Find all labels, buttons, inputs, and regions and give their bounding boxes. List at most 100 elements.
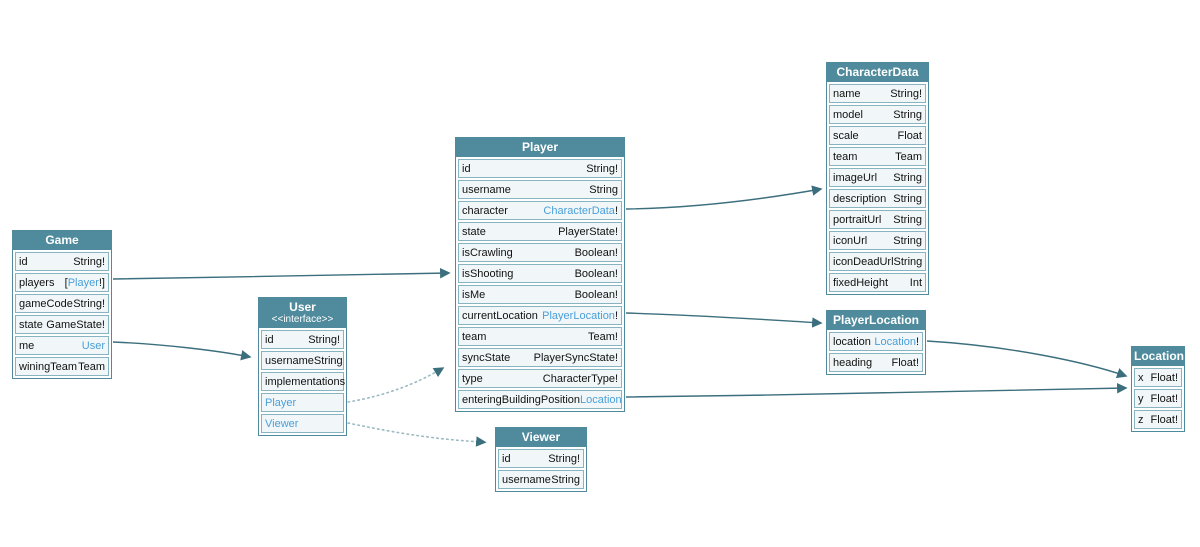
type-suffix: ! <box>915 335 919 348</box>
field-type: Boolean! <box>575 289 618 301</box>
field-type: Team! <box>588 331 618 343</box>
field-row: location Location! <box>829 332 923 351</box>
type-text: String <box>893 213 922 226</box>
type-text: String! <box>73 255 105 268</box>
type-link[interactable]: Location <box>580 393 622 406</box>
type-link[interactable]: Player <box>67 276 99 289</box>
field-row: winingTeam Team <box>15 357 109 376</box>
field-name: character <box>462 204 508 217</box>
node-viewer[interactable]: Viewer id String! username String <box>495 427 587 492</box>
type-prefix: [ <box>64 276 68 289</box>
field-name: username <box>462 183 511 196</box>
field-type: String! <box>586 163 618 175</box>
field-row: currentLocation PlayerLocation! <box>458 306 622 325</box>
edge-player-currentlocation-to-playerlocation <box>625 312 823 328</box>
node-game[interactable]: Game id String! players [Player!] gameCo… <box>12 230 112 379</box>
field-row: heading Float! <box>829 353 923 372</box>
node-playerlocation[interactable]: PlayerLocation location Location! headin… <box>826 310 926 375</box>
type-link[interactable]: Location <box>874 335 916 348</box>
field-row: enteringBuildingPosition Location <box>458 390 622 409</box>
field-name: isShooting <box>462 267 514 280</box>
field-type: GameState! <box>46 319 105 331</box>
field-row: me User <box>15 336 109 355</box>
node-player[interactable]: Player id String! username String charac… <box>455 137 625 412</box>
implementations-row: implementations <box>261 372 345 391</box>
field-row: id String! <box>15 252 109 271</box>
field-name: me <box>19 339 35 352</box>
edge-user-impl-player-dotted <box>347 368 442 403</box>
field-row: fixedHeight Int <box>829 273 926 292</box>
type-text: String <box>893 108 922 121</box>
field-type: PlayerLocation! <box>542 310 618 322</box>
type-text: PlayerSyncState! <box>533 351 618 364</box>
type-link[interactable]: CharacterData <box>543 204 615 217</box>
node-game-title: Game <box>13 231 111 250</box>
type-text: Float! <box>1150 392 1178 405</box>
field-type: String <box>893 109 922 121</box>
field-row: players [Player!] <box>15 273 109 292</box>
type-text: String <box>551 473 580 486</box>
node-characterdata[interactable]: CharacterData name String! model String … <box>826 62 929 295</box>
type-text: String <box>893 171 922 184</box>
field-type: Float! <box>1150 372 1178 384</box>
field-name: iconUrl <box>833 234 868 247</box>
field-name: team <box>833 150 858 163</box>
type-text: String! <box>73 297 105 310</box>
field-name: winingTeam <box>19 360 78 373</box>
node-player-title: Player <box>456 138 624 157</box>
field-row: id String! <box>458 159 622 178</box>
node-user[interactable]: User<<interface>> id String! username St… <box>258 297 347 436</box>
field-type: Int <box>910 277 922 289</box>
field-row: id String! <box>498 449 584 468</box>
field-name: syncState <box>462 351 511 364</box>
field-name: state <box>462 225 486 238</box>
field-type: Float! <box>1150 414 1178 426</box>
field-name: scale <box>833 129 859 142</box>
field-name: enteringBuildingPosition <box>462 393 581 406</box>
field-type: String <box>551 474 580 486</box>
field-type: Boolean! <box>575 268 618 280</box>
type-text: Boolean! <box>574 246 618 259</box>
field-name: players <box>19 276 55 289</box>
type-text: String! <box>548 452 580 465</box>
implementation-link-viewer[interactable]: Viewer <box>265 417 299 430</box>
node-location[interactable]: Location x Float! y Float! z Float! <box>1131 346 1185 432</box>
field-name: description <box>833 192 887 205</box>
type-text: Boolean! <box>574 267 618 280</box>
field-name: isMe <box>462 288 486 301</box>
field-type: String <box>894 256 923 268</box>
field-type: String! <box>890 88 922 100</box>
type-text: CharacterType! <box>542 372 618 385</box>
type-suffix: ! <box>614 309 618 322</box>
edge-user-impl-player-arrowhead <box>432 367 445 378</box>
type-text: String <box>893 192 922 205</box>
field-type: Float! <box>1150 393 1178 405</box>
type-link[interactable]: PlayerLocation <box>542 309 615 322</box>
field-row: team Team! <box>458 327 622 346</box>
implementation-row: Player <box>261 393 344 412</box>
field-type: Team <box>895 151 922 163</box>
field-name: heading <box>833 356 873 369</box>
edge-playerlocation-location-to-location <box>926 340 1128 379</box>
node-user-title: User<<interface>> <box>259 298 346 328</box>
edge-user-impl-viewer-arrowhead <box>475 436 487 447</box>
field-row: name String! <box>829 84 926 103</box>
field-name: type <box>462 372 483 385</box>
field-row: id String! <box>261 330 344 349</box>
field-type: String <box>893 214 922 226</box>
field-row: x Float! <box>1134 368 1182 387</box>
field-type: Float <box>898 130 922 142</box>
field-name: id <box>19 255 28 268</box>
type-text: Boolean! <box>574 288 618 301</box>
node-title-text: User <box>289 300 316 314</box>
field-row: gameCode String! <box>15 294 109 313</box>
field-row: z Float! <box>1134 410 1182 429</box>
field-name: id <box>265 333 274 346</box>
implementation-link-player[interactable]: Player <box>265 396 297 409</box>
type-text: String <box>313 354 343 367</box>
field-name: username <box>265 354 314 367</box>
field-name: z <box>1138 413 1144 426</box>
type-text: String! <box>586 162 618 175</box>
type-link[interactable]: User <box>81 339 105 352</box>
